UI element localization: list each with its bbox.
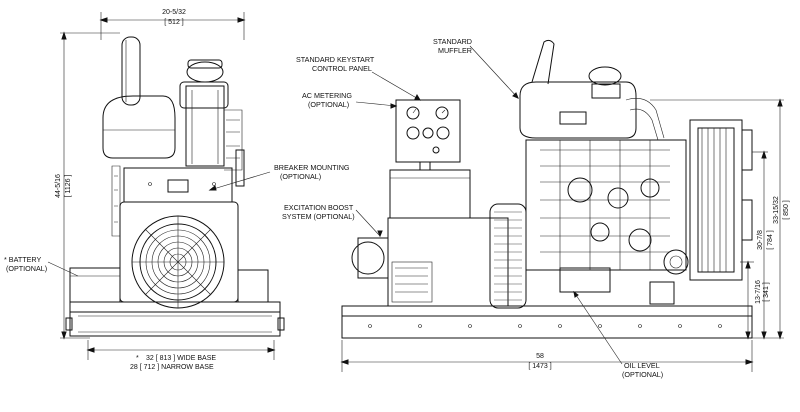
side-total-height-dim: 33-15/32 [773,196,780,224]
side-mid-height-mm: [ 784 ] [767,230,774,250]
front-height-dim: 44-5/16 [55,174,62,198]
oil-level-optional: (OPTIONAL) [622,370,663,379]
side-low-height-mm: [ 341 ] [763,282,770,302]
front-top-width-mm: [ 512 ] [164,19,184,26]
muffler-label-2: MUFFLER [438,46,472,55]
keystart-label: STANDARD KEYSTART [296,55,375,64]
metering-optional: (OPTIONAL) [308,100,349,109]
excitation-optional: SYSTEM (OPTIONAL) [282,212,355,221]
metering-label: AC METERING [302,91,352,100]
front-height-mm: [ 1126 ] [65,175,72,198]
side-low-height-dim: 13-7/16 [755,280,762,304]
side-view: 58 [ 1473 ] 33-15/32 [ 850 ] 30-7/8 [ 78… [282,37,790,379]
battery-optional: (OPTIONAL) [6,264,47,273]
breaker-optional: (OPTIONAL) [280,172,321,181]
battery-label: * BATTERY [4,255,41,264]
front-base-narrow: 28 [ 712 ] NARROW BASE [130,364,214,371]
side-total-height-mm: [ 850 ] [783,200,790,220]
side-mid-height-dim: 30-7/8 [757,230,764,250]
side-length-mm: [ 1473 ] [528,363,551,370]
front-top-width-dim: 20-5/32 [162,9,186,16]
excitation-label: EXCITATION BOOST [284,203,354,212]
breaker-label: BREAKER MOUNTING [274,163,350,172]
front-base-asterisk: * [136,355,139,362]
oil-level-label: OIL LEVEL [624,361,660,370]
keystart-label-2: CONTROL PANEL [312,64,372,73]
muffler-label: STANDARD [433,37,472,46]
side-length-dim: 58 [536,353,544,360]
front-base-wide: 32 [ 813 ] WIDE BASE [146,355,216,362]
front-view: 20-5/32 [ 512 ] 44-5/16 [ 1126 ] [4,9,350,371]
